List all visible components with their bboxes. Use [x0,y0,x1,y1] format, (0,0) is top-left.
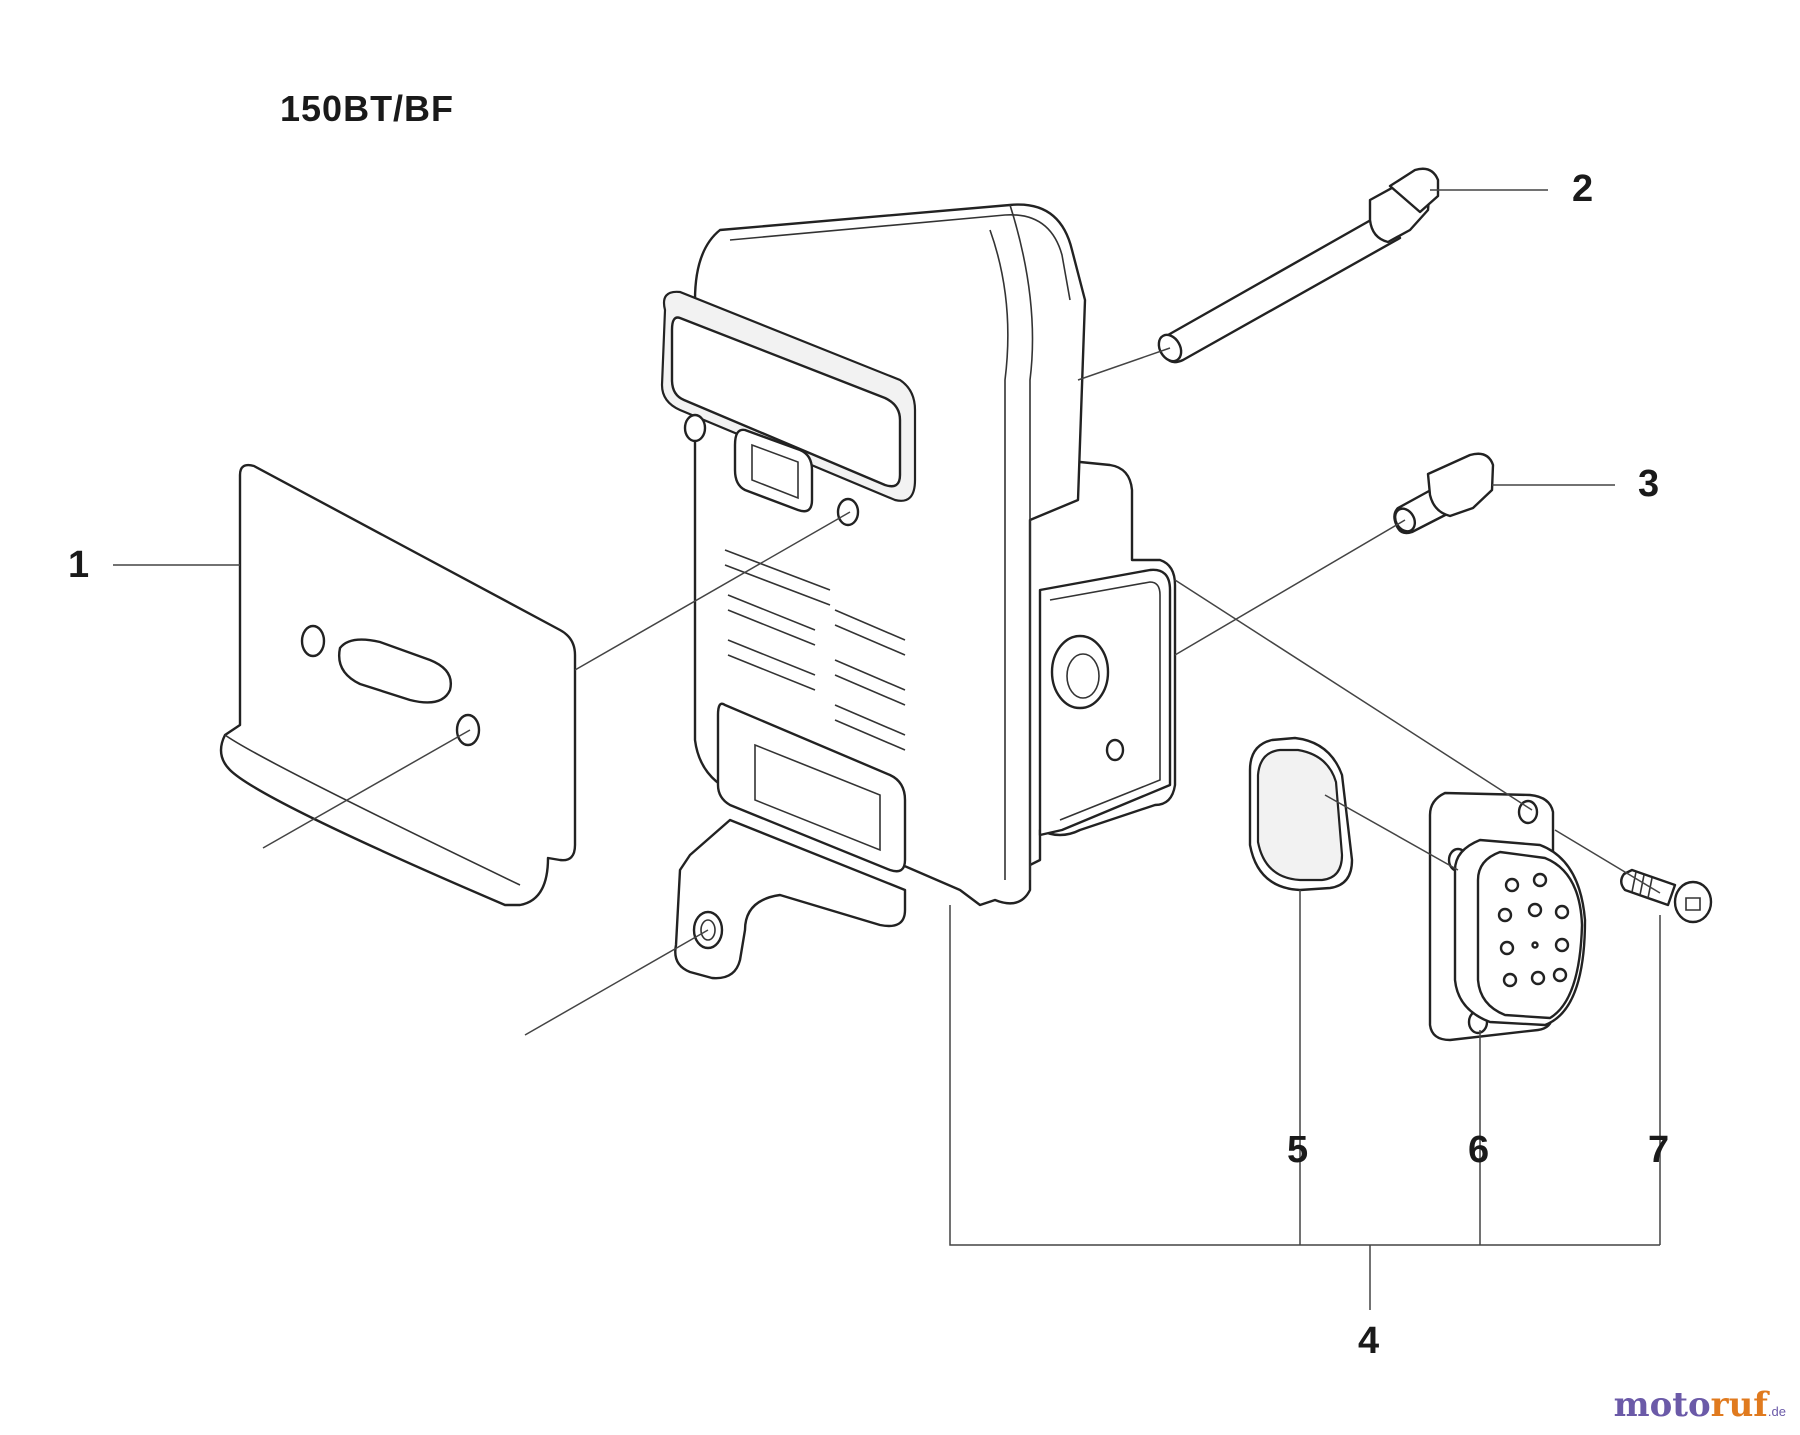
callout-6: 6 [1468,1129,1490,1171]
cover-plate-part-5 [1248,736,1354,892]
watermark-suffix: .de [1767,1404,1786,1419]
callout-2: 2 [1572,168,1594,210]
spark-arrestor-part-6 [1428,791,1587,1042]
muffler-body-part-4 [660,203,1177,980]
callout-3: 3 [1638,463,1660,505]
short-bolt-part-3 [1393,452,1495,535]
leader-lines [113,189,1661,1310]
model-title: 150BT/BF [280,88,455,129]
callout-4: 4 [1358,1320,1380,1362]
screw-part-7 [1620,868,1713,924]
watermark-main: moto [1613,1385,1711,1425]
callout-1: 1 [68,544,90,586]
long-bolt-part-2 [1157,167,1440,364]
gasket-plate-part-1 [219,463,577,907]
watermark-accent: ruf [1710,1385,1768,1425]
callout-7: 7 [1648,1129,1670,1171]
callout-5: 5 [1287,1129,1309,1171]
watermark-logo: motoruf.de [1614,1385,1786,1425]
